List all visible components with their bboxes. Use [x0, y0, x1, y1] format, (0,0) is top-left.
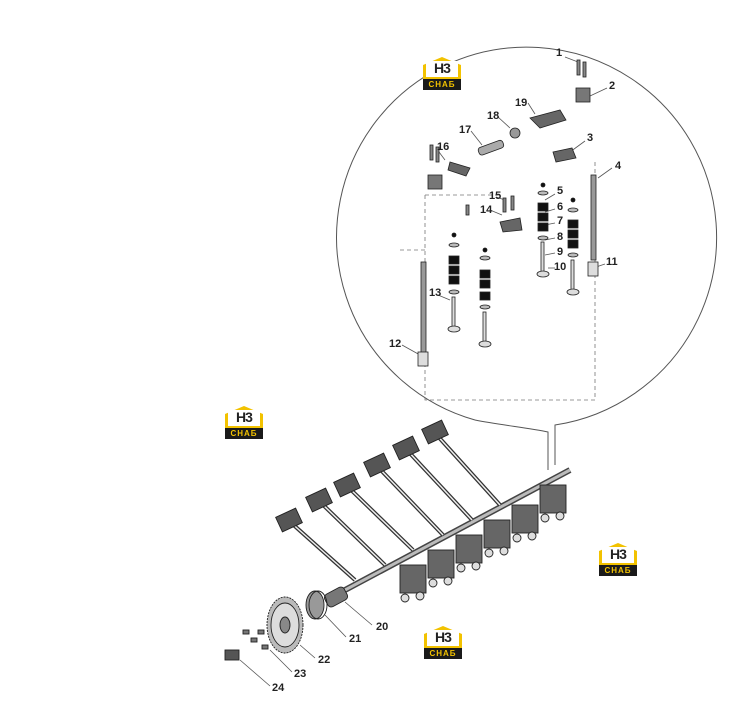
callout-2: 2	[609, 80, 616, 92]
callout-15: 15	[489, 190, 502, 202]
brand-logo: H3 CHAБ	[225, 406, 263, 440]
logo-mark: H3	[435, 629, 452, 645]
detail-dash-box	[400, 160, 596, 401]
callout-12: 12	[389, 338, 402, 350]
callout-6: 6	[557, 201, 564, 213]
detail-circle	[336, 46, 718, 470]
brand-logo: H3 CHAБ	[423, 57, 461, 91]
callout-13: 13	[429, 287, 442, 299]
callout-11: 11	[606, 256, 618, 268]
logo-mark: H3	[434, 60, 451, 76]
callout-22: 22	[318, 654, 331, 666]
valvetrain-assembly	[224, 419, 572, 661]
brand-logo: H3 CHAБ	[599, 543, 637, 577]
callout-7: 7	[557, 215, 564, 227]
logo-roof-icon	[423, 57, 461, 79]
detail-parts	[417, 59, 599, 367]
callout-16: 16	[437, 141, 450, 153]
callout-24: 24	[272, 682, 285, 694]
logo-roof-icon	[599, 543, 637, 565]
logo-sub: CHAБ	[423, 79, 461, 90]
callout-21: 21	[349, 633, 362, 645]
callout-9: 9	[557, 246, 564, 258]
callout-18: 18	[487, 110, 500, 122]
logo-mark: H3	[610, 546, 627, 562]
callout-19: 19	[515, 97, 528, 109]
callout-5: 5	[557, 185, 564, 197]
logo-mark: H3	[236, 409, 253, 425]
logo-sub: CHAБ	[424, 648, 462, 659]
callout-4: 4	[615, 160, 622, 172]
callout-17: 17	[459, 124, 472, 136]
callout-10: 10	[554, 261, 567, 273]
logo-sub: CHAБ	[225, 428, 263, 439]
logo-sub: CHAБ	[599, 565, 637, 576]
logo-roof-icon	[424, 626, 462, 648]
callout-3: 3	[587, 132, 594, 144]
leader-lines	[239, 56, 613, 687]
callout-14: 14	[480, 204, 493, 216]
callout-1: 1	[556, 47, 563, 59]
callout-8: 8	[557, 231, 564, 243]
callout-20: 20	[376, 621, 389, 633]
logo-roof-icon	[225, 406, 263, 428]
brand-logo: H3 CHAБ	[424, 626, 462, 660]
callout-23: 23	[294, 668, 307, 680]
